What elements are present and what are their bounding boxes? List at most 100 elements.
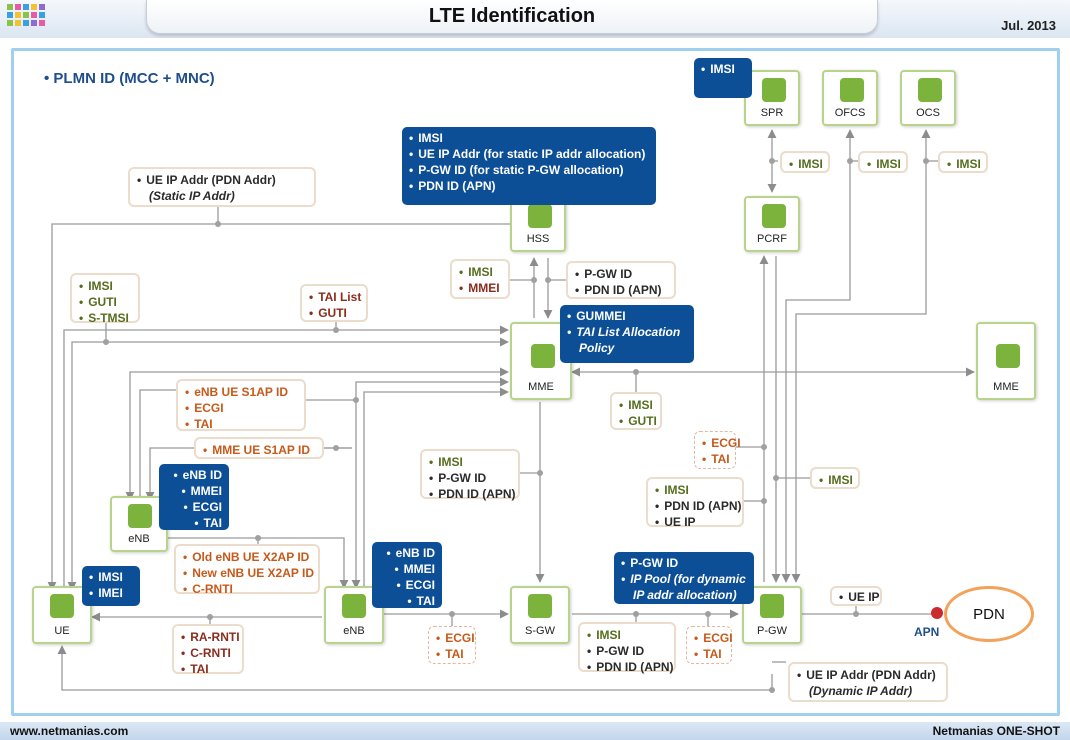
list-item: ECGI — [379, 577, 435, 593]
list-item: IMSI — [79, 278, 131, 294]
footer-series: Netmanias ONE-SHOT — [932, 724, 1060, 738]
spr-imsi-box: IMSI — [694, 58, 752, 98]
list-item: TAI — [166, 515, 222, 531]
pgw-label: P-GW — [757, 625, 787, 637]
list-item: MME UE S1AP ID — [203, 442, 315, 458]
network-icon — [918, 78, 942, 102]
ue-ip-pdn-box: UE IP — [830, 586, 882, 606]
list-item: IMSI — [789, 156, 823, 172]
spr-pcrf-imsi-box: IMSI — [780, 151, 830, 173]
list-item: ECGI — [436, 630, 474, 646]
enb-info-box: eNB ID MMEI ECGI TAI — [372, 542, 442, 608]
list-item: C-RNTI — [183, 581, 311, 597]
list-item-continued: IP addr allocation) — [633, 588, 737, 602]
logo-square — [23, 20, 29, 26]
pcrf-pgw-imsi-box: IMSI — [810, 467, 860, 489]
list-item: IMSI — [867, 156, 901, 172]
list-item: GUTI — [309, 305, 359, 321]
list-item: S-TMSI — [79, 310, 131, 326]
logo-square — [31, 4, 37, 10]
spr-node[interactable]: SPR — [744, 70, 800, 126]
list-item: ECGI — [702, 435, 740, 451]
ue-ip-dynamic-box: UE IP Addr (PDN Addr) (Dynamic IP Addr) — [788, 662, 948, 702]
ocs-node[interactable]: OCS — [900, 70, 956, 126]
gateway-icon — [760, 594, 784, 618]
list-item: TAI — [702, 451, 729, 467]
mme-label: MME — [528, 381, 554, 393]
sgw-label: S-GW — [525, 625, 555, 637]
gear-icon — [528, 594, 552, 618]
logo-square — [31, 12, 37, 18]
list-item: TAI List — [309, 289, 361, 305]
hss-mme-left-box: IMSI MMEI — [450, 259, 510, 299]
ue-info-box: IMSI IMEI — [82, 566, 140, 606]
ocs-imsi-box: IMSI — [938, 151, 988, 173]
list-item: IMSI — [619, 397, 653, 413]
list-item: UE IP — [655, 514, 735, 530]
ocs-label: OCS — [916, 107, 940, 119]
sgw-node[interactable]: S-GW — [510, 586, 570, 644]
logo-square — [15, 4, 21, 10]
list-item: UE IP Addr (for static IP addr allocatio… — [409, 146, 649, 162]
list-item: New eNB UE X2AP ID — [183, 565, 314, 581]
list-item: IMSI — [89, 569, 133, 585]
hss-mme-right-box: P-GW ID PDN ID (APN) — [566, 261, 676, 299]
policy-icon — [762, 204, 786, 228]
hss-label: HSS — [526, 233, 550, 245]
footer-website[interactable]: www.netmanias.com — [10, 724, 129, 738]
list-item: P-GW ID — [575, 266, 667, 282]
pcrf-label: PCRF — [757, 233, 787, 245]
list-item: ECGI — [694, 630, 732, 646]
list-item: ECGI — [185, 400, 297, 416]
sgw-pgw-ecgi-box: ECGI TAI — [686, 626, 733, 664]
pdn-node[interactable]: PDN — [944, 586, 1034, 642]
logo-square — [15, 12, 21, 18]
database-icon — [762, 78, 786, 102]
ue-label: UE — [54, 625, 70, 637]
mme-peer-node[interactable]: MME — [976, 322, 1036, 400]
pgw-node[interactable]: P-GW — [742, 586, 802, 644]
enb-top-label: eNB — [128, 533, 150, 545]
ra-rnti-box: RA-RNTI C-RNTI TAI — [172, 624, 244, 677]
spr-label: SPR — [760, 107, 784, 119]
gear-icon — [531, 344, 555, 368]
list-item: P-GW ID — [621, 555, 747, 571]
logo-square — [15, 20, 21, 26]
list-item-continued: (Static IP Addr) — [149, 189, 235, 203]
list-item: IMEI — [89, 585, 133, 601]
list-item: IMSI — [947, 156, 981, 172]
list-item: IMSI — [429, 454, 511, 470]
list-item: IP Pool (for dynamic — [621, 571, 747, 587]
list-item: UE IP Addr (PDN Addr) — [797, 667, 939, 683]
mme-sgw-box: IMSI P-GW ID PDN ID (APN) — [420, 449, 520, 501]
pcrf-node[interactable]: PCRF — [744, 196, 800, 252]
ofcs-label: OFCS — [834, 107, 866, 119]
ue-ip-static-box: UE IP Addr (PDN Addr) (Static IP Addr) — [128, 167, 316, 207]
apn-label: APN — [914, 625, 940, 639]
list-item: TAI — [181, 661, 235, 677]
page-title: LTE Identification — [146, 0, 878, 34]
date-label: Jul. 2013 — [1001, 18, 1056, 33]
sgw-pgw-box: IMSI P-GW ID PDN ID (APN) — [578, 622, 676, 674]
pgw-info-box: P-GW ID IP Pool (for dynamic IP addr all… — [614, 552, 754, 604]
list-item: RA-RNTI — [181, 629, 239, 645]
chart-icon — [840, 78, 864, 102]
mme-info-box: GUMMEI TAI List Allocation Policy — [560, 305, 694, 363]
enb-s1ap-box: eNB UE S1AP ID ECGI TAI — [176, 379, 306, 431]
list-item: eNB ID — [166, 467, 222, 483]
ofcs-node[interactable]: OFCS — [822, 70, 878, 126]
enb-top-info-box: eNB ID MMEI ECGI TAI — [159, 464, 229, 530]
list-item: TAI — [436, 646, 468, 662]
mme-ue-s1ap-box: MME UE S1AP ID — [194, 437, 324, 459]
list-item: UE IP Addr (PDN Addr) — [137, 172, 307, 188]
enb-sgw-ecgi-box: ECGI TAI — [428, 626, 476, 664]
logo-square — [23, 4, 29, 10]
mme-mme-box: IMSI GUTI — [610, 392, 662, 430]
logo-square — [39, 4, 45, 10]
enb-node-top[interactable]: eNB — [110, 496, 168, 552]
list-item: IMSI — [409, 130, 649, 146]
plmn-heading-text: PLMN ID (MCC + MNC) — [53, 70, 215, 87]
list-item: MMEI — [459, 280, 501, 296]
list-item: IMSI — [587, 627, 667, 643]
enb-node[interactable]: eNB — [324, 586, 384, 644]
